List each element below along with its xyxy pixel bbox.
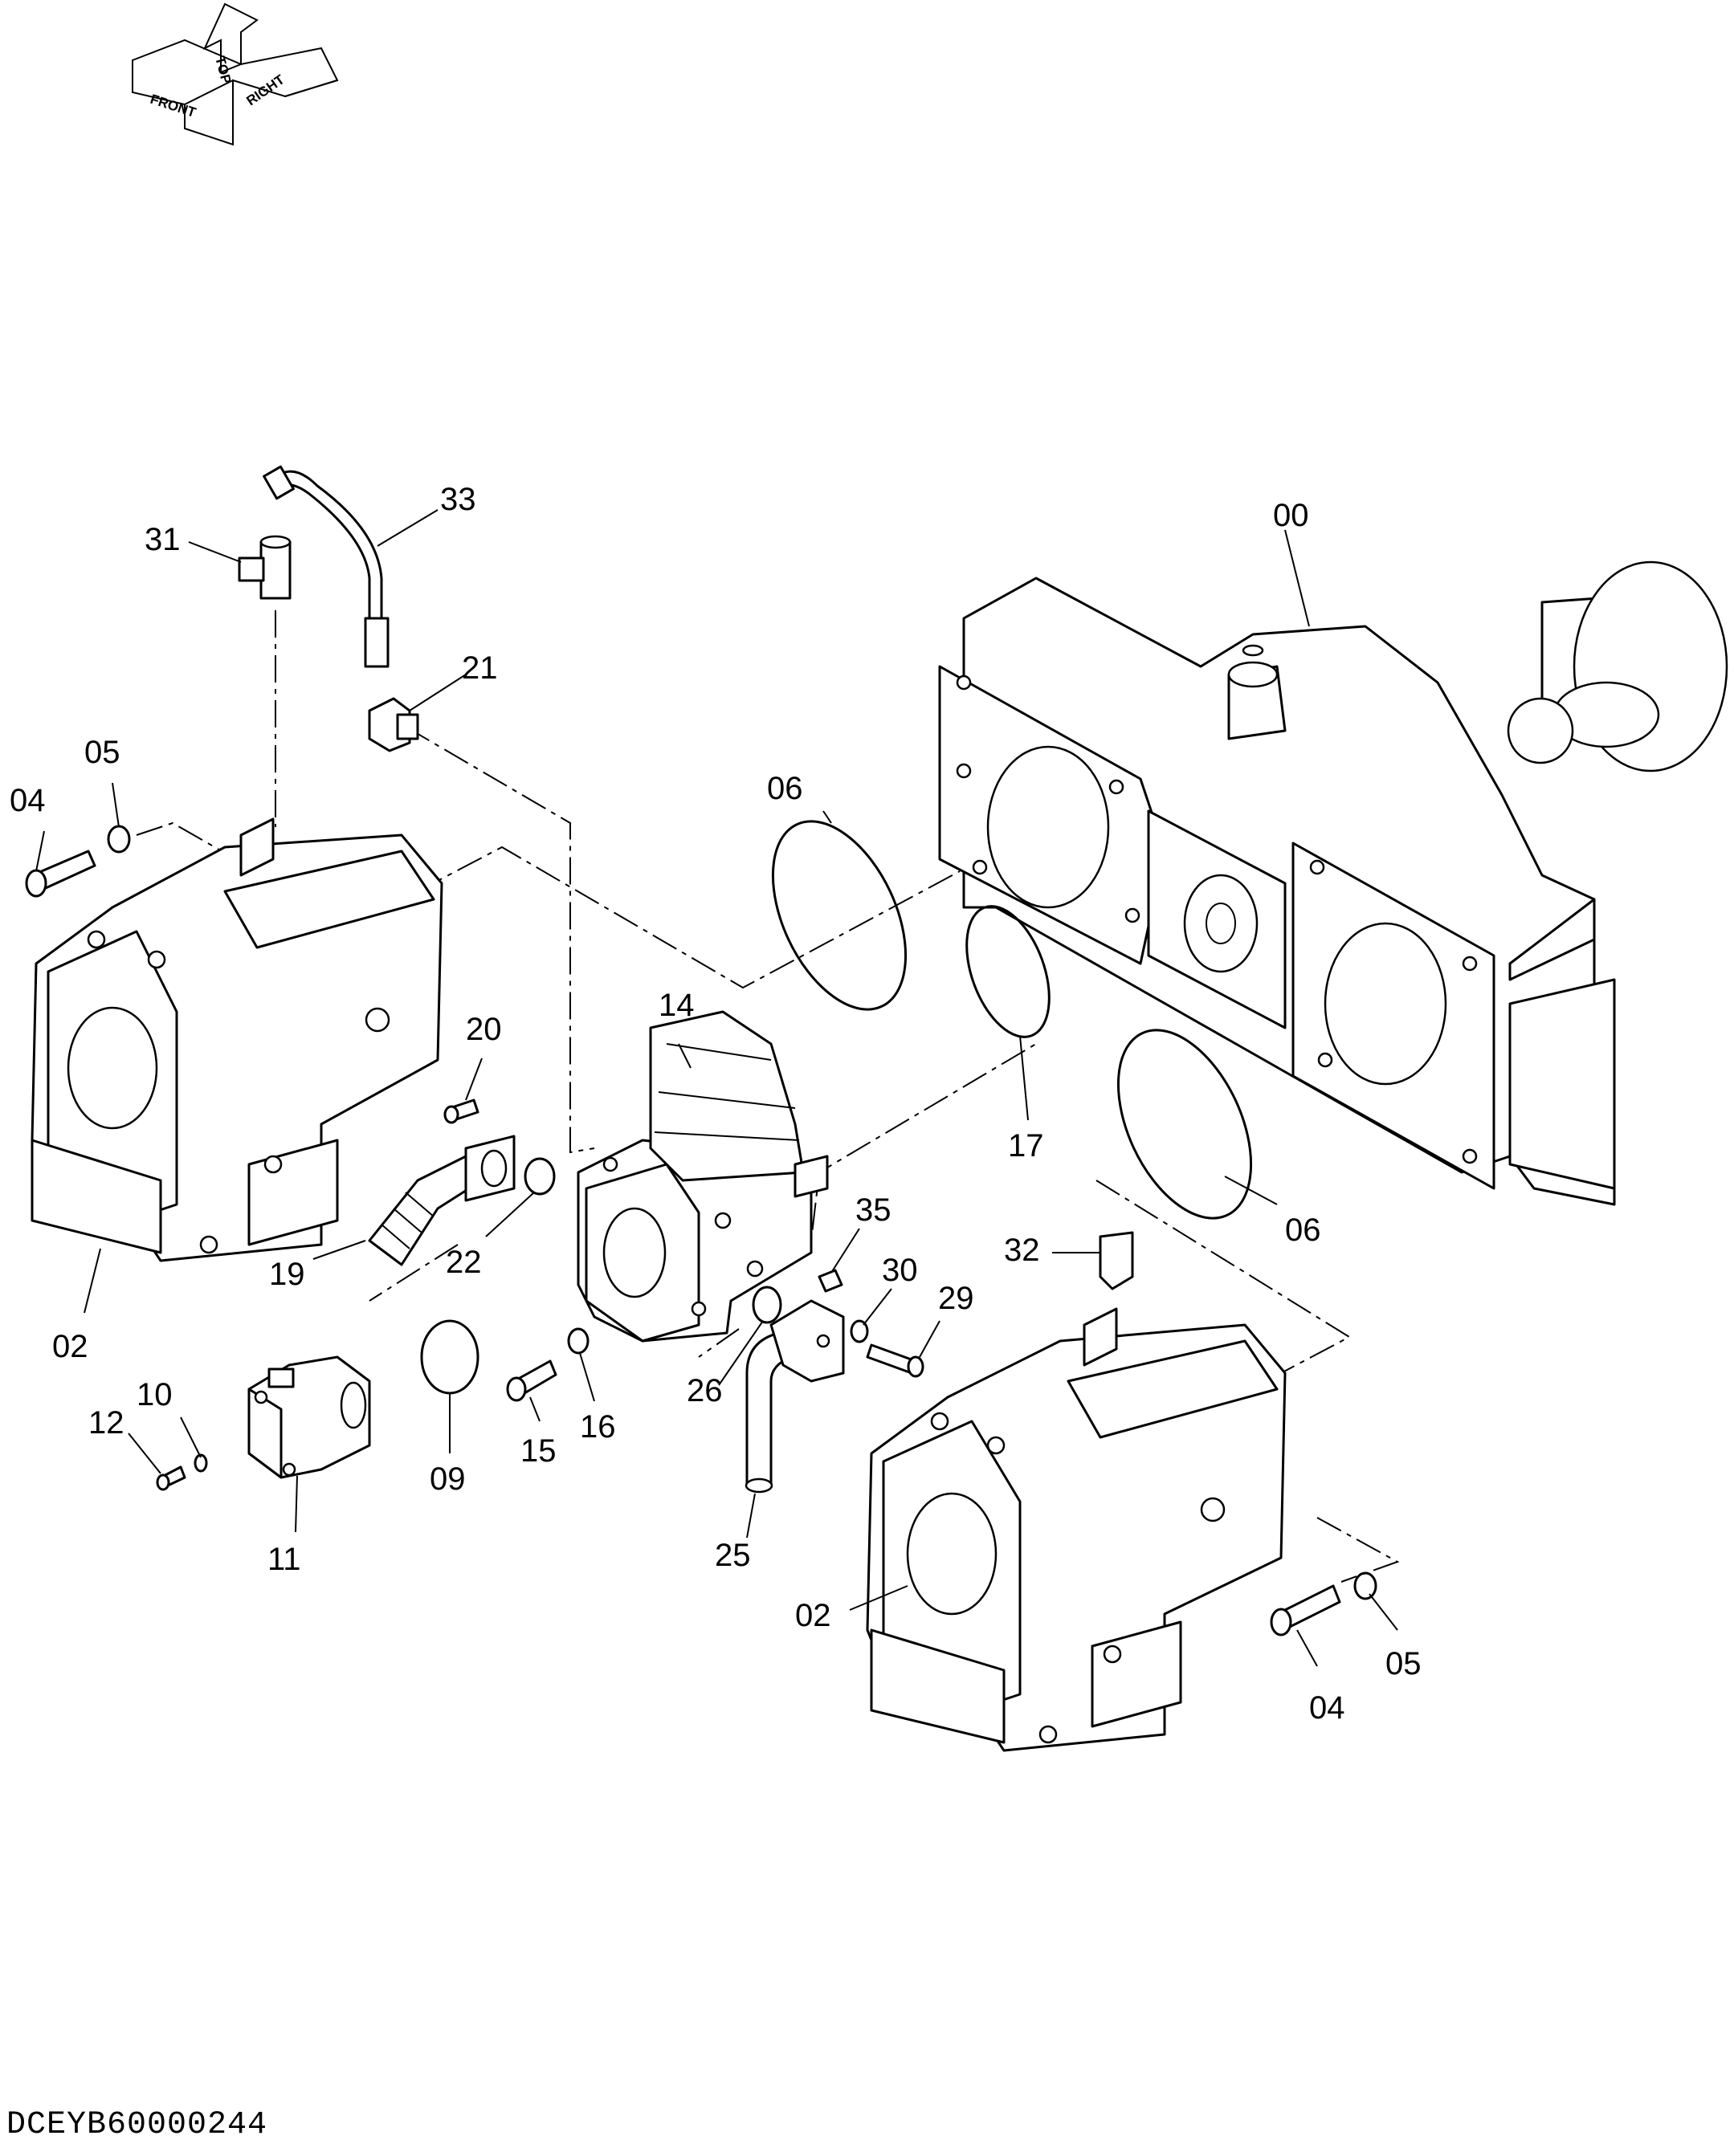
washer-30 [850,1319,869,1343]
callout-04-left: 04 [10,783,46,818]
callout-06-upper: 06 [767,771,803,806]
callout-29: 29 [938,1281,974,1316]
o-ring-06-upper [771,820,908,1011]
callout-15: 15 [520,1433,557,1469]
washer-05-left [107,825,131,854]
callout-33: 33 [440,482,476,517]
callout-12: 12 [88,1405,124,1441]
bolt-04-left [25,850,96,898]
callout-20: 20 [466,1012,502,1047]
pump-02-left [31,817,443,1262]
callout-05-left: 05 [84,735,120,770]
callout-32: 32 [1004,1233,1040,1268]
washer-05-right [1353,1571,1377,1600]
callout-22: 22 [446,1245,482,1280]
callout-02-right: 02 [795,1598,831,1633]
callout-00: 00 [1273,498,1309,533]
callout-06-lower: 06 [1285,1212,1321,1248]
o-ring-22 [524,1157,556,1196]
callout-10: 10 [137,1377,173,1412]
hose-33-fitting-top [263,465,295,500]
callout-19: 19 [269,1257,305,1292]
orientation-right-label: RIGHT [243,71,288,108]
callout-09: 09 [430,1461,466,1497]
fitting-32 [1099,1231,1134,1290]
bolt-29 [866,1343,924,1378]
bolt-12 [156,1465,186,1491]
callout-31: 31 [145,522,181,557]
leader-lines [35,509,1398,1667]
callout-02-left: 02 [52,1329,88,1364]
callout-21: 21 [462,650,498,686]
callouts: 00 02 02 04 04 05 05 06 06 09 10 11 12 1… [10,482,1422,1726]
callout-16: 16 [580,1409,616,1445]
callout-11: 11 [267,1542,301,1577]
gear-pump-11 [247,1355,371,1479]
callout-25: 25 [715,1538,751,1573]
washer-10 [194,1453,208,1473]
pump-02-right [866,1307,1287,1752]
drawing-id-label: DCEYB60000244 [6,2107,268,2143]
gearbox-housing [938,560,1728,1206]
suction-hose-19 [368,1135,516,1266]
callout-35: 35 [855,1192,891,1228]
callout-26: 26 [687,1373,723,1408]
elbow-tube-25 [745,1299,845,1494]
callout-30: 30 [882,1253,918,1288]
plug-35 [818,1269,843,1293]
orientation-indicator: FRONT TOP RIGHT [132,2,339,146]
o-ring-09 [420,1319,479,1395]
hose-33 [279,470,383,644]
orientation-front-label: FRONT [149,92,198,120]
callout-17: 17 [1008,1128,1044,1164]
pump-14-center [577,1010,829,1343]
callout-04-right: 04 [1309,1690,1345,1726]
callout-14: 14 [659,988,695,1023]
tee-fitting-31 [238,535,292,600]
washer-16 [567,1327,590,1355]
callout-05-right: 05 [1385,1646,1422,1681]
o-ring-06-lower [1116,1029,1253,1220]
bolt-04-right [1270,1584,1341,1636]
o-ring-17 [965,905,1051,1038]
hose-33-fitting-bottom [364,617,390,668]
bolt-20 [443,1098,479,1124]
o-ring-26 [752,1286,782,1324]
bolt-15 [506,1359,557,1402]
elbow-fitting-21 [368,697,419,752]
